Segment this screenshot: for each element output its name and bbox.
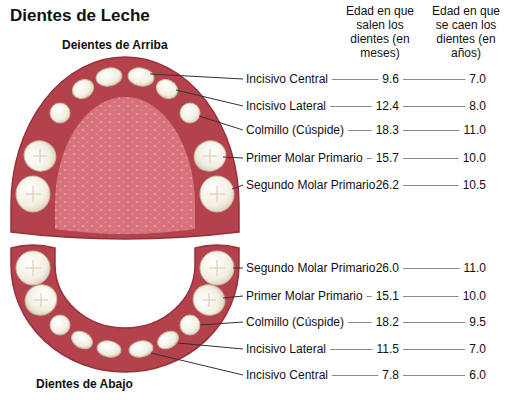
- leader-line: [223, 296, 243, 298]
- column-header: Edad en que salen los dientes (en meses): [340, 4, 420, 60]
- shedding-age: 11.0: [464, 261, 486, 275]
- tooth: [180, 315, 200, 335]
- tooth: [200, 176, 234, 212]
- jaw-label: Dientes de Abajo: [36, 377, 133, 391]
- eruption-age: 9.6: [382, 72, 399, 86]
- row-rule: [403, 296, 459, 297]
- row-rule: [348, 322, 372, 323]
- row-rule: [332, 375, 378, 376]
- row-rule: [403, 130, 460, 131]
- row-rule: [332, 79, 378, 80]
- jaw-label: Deientes de Arriba: [62, 38, 168, 52]
- molar-crease: [34, 293, 48, 307]
- row-rule: [403, 268, 460, 269]
- diagram-title: Dientes de Leche: [10, 6, 150, 26]
- row-rule: [403, 349, 465, 350]
- row-rule: [367, 296, 372, 297]
- leader-line: [178, 343, 243, 349]
- tooth: [50, 315, 70, 335]
- upper-gum: [11, 57, 239, 239]
- shedding-age: 9.5: [469, 315, 486, 329]
- tooth-name: Segundo Molar Primario: [246, 261, 375, 275]
- palate-texture: [55, 97, 195, 234]
- row-rule: [403, 185, 459, 186]
- eruption-age: 7.8: [382, 368, 399, 382]
- tooth: [155, 328, 182, 352]
- tooth: [16, 176, 50, 212]
- shedding-age: 7.0: [469, 342, 486, 356]
- tooth: [190, 136, 231, 176]
- leader-line: [150, 74, 243, 79]
- leader-line: [223, 157, 243, 158]
- leader-line: [176, 90, 243, 106]
- leader-line: [200, 322, 243, 325]
- tooth: [153, 76, 181, 102]
- tooth: [180, 103, 200, 123]
- tooth: [69, 328, 96, 352]
- eruption-age: 15.1: [376, 289, 399, 303]
- tooth: [200, 251, 234, 285]
- tooth: [69, 76, 97, 102]
- tooth: [128, 339, 154, 359]
- leader-line: [151, 353, 243, 375]
- tooth-name: Colmillo (Cúspide): [246, 315, 344, 329]
- molar-crease: [25, 186, 41, 202]
- shedding-age: 10.5: [463, 178, 486, 192]
- row-rule: [348, 130, 372, 131]
- molar-crease: [202, 293, 216, 307]
- leader-line: [232, 185, 243, 189]
- tooth: [20, 136, 61, 176]
- tooth: [20, 280, 61, 320]
- tooth: [16, 251, 50, 285]
- palate: [55, 97, 195, 234]
- tooth: [50, 103, 70, 123]
- row-rule: [403, 158, 459, 159]
- eruption-age: 11.5: [377, 342, 399, 356]
- leader-line: [233, 268, 243, 269]
- tooth: [188, 280, 229, 320]
- eruption-age: 12.4: [376, 99, 399, 113]
- eruption-age: 26.2: [376, 178, 399, 192]
- row-rule: [403, 79, 465, 80]
- shedding-age: 10.0: [463, 151, 486, 165]
- eruption-age: 15.7: [376, 151, 399, 165]
- row-rule: [330, 106, 372, 107]
- shedding-age: 10.0: [463, 289, 486, 303]
- shedding-age: 6.0: [469, 368, 486, 382]
- row-rule: [367, 158, 372, 159]
- tooth-name: Incisivo Central: [246, 368, 328, 382]
- molar-crease: [209, 186, 225, 202]
- tooth: [95, 66, 124, 88]
- eruption-age: 18.3: [376, 123, 399, 137]
- row-rule: [330, 349, 372, 350]
- tooth-name: Primer Molar Primario: [246, 151, 363, 165]
- eruption-age: 18.2: [376, 315, 399, 329]
- row-rule: [403, 322, 465, 323]
- column-header: Edad en que se caen los dientes (en años…: [426, 4, 506, 60]
- tooth-name: Segundo Molar Primario: [246, 178, 375, 192]
- tooth: [96, 339, 122, 359]
- molar-crease: [25, 260, 41, 276]
- tooth-name: Incisivo Lateral: [246, 342, 326, 356]
- tooth-name: Incisivo Central: [246, 72, 328, 86]
- leader-line: [199, 116, 243, 130]
- molar-crease: [33, 149, 47, 163]
- shedding-age: 7.0: [469, 72, 486, 86]
- tooth-name: Colmillo (Cúspide): [246, 123, 344, 137]
- tooth-name: Primer Molar Primario: [246, 289, 363, 303]
- tooth: [127, 66, 156, 88]
- eruption-age: 26.0: [376, 261, 399, 275]
- tooth-name: Incisivo Lateral: [246, 99, 326, 113]
- shedding-age: 11.0: [464, 123, 486, 137]
- shedding-age: 8.0: [469, 99, 486, 113]
- row-rule: [403, 375, 465, 376]
- molar-crease: [209, 260, 225, 276]
- row-rule: [403, 106, 465, 107]
- lower-gum: [11, 245, 239, 372]
- molar-crease: [203, 149, 217, 163]
